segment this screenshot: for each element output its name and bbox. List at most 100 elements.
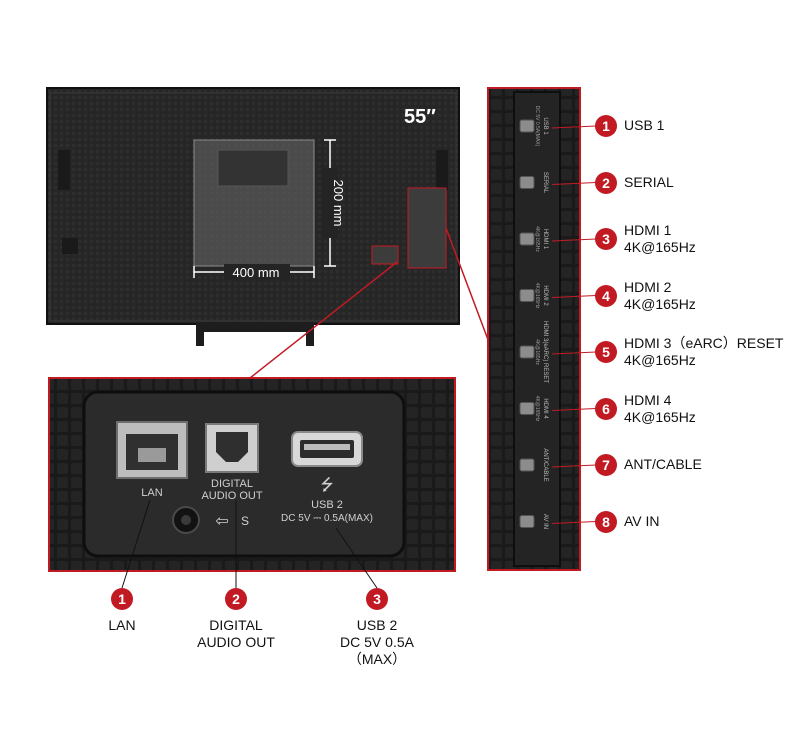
vesa-height-label: 200 mm [331, 180, 346, 227]
s-button-center [181, 515, 191, 525]
side-port-panel [487, 87, 581, 571]
vesa-width-label: 400 mm [233, 265, 280, 280]
side-port-label-line-1: SERIAL [624, 173, 674, 190]
s-panel-text: S [241, 514, 249, 528]
side-port-jack [519, 232, 535, 246]
side-port-jack [519, 402, 535, 415]
side-callout-line [551, 521, 597, 524]
callout-badge-digital: 2 [225, 588, 247, 610]
side-port-jack [519, 515, 535, 528]
digital-panel-text-2: AUDIO OUT [201, 490, 262, 502]
side-callout-line [551, 408, 597, 411]
side-jack-right [436, 150, 448, 190]
side-callout-line [551, 464, 597, 468]
side-callout-line [551, 238, 597, 242]
side-port-jack [519, 119, 535, 133]
callout-badge-usb2: 3 [366, 588, 388, 610]
side-port-panel-text: HDMI 4 [542, 398, 548, 419]
side-callout-badge: 7 [595, 454, 617, 476]
side-port-jack [519, 289, 535, 302]
side-callout-badge: 2 [595, 171, 617, 194]
side-callout-badge: 3 [595, 228, 617, 250]
tv-stand-leg-right [306, 322, 314, 346]
side-port-label-line-1: HDMI 2 [624, 278, 672, 295]
vesa-height-label-bg [322, 168, 338, 238]
side-port-label-line-1: ANT/CABLE [624, 456, 702, 472]
vesa-width-label-bg [224, 264, 290, 280]
usb2-panel-sub: DC 5V ⎓ 0.5A(MAX) [281, 513, 373, 524]
tv-stand [196, 322, 314, 332]
speaker-grille [217, 149, 289, 187]
callout-label-lan-line: LAN [108, 617, 136, 633]
side-port-label-line-1: AV IN [624, 512, 660, 529]
side-port-jack [519, 458, 535, 472]
side-port-jack [519, 345, 535, 359]
side-port-panel-subtext: 4K@165Hz [534, 283, 540, 309]
side-port-panel-text: HDMI 1 [542, 229, 548, 250]
side-port-label-line-2: 4K@165Hz [624, 295, 696, 312]
arrow-left-icon: ⇦ [215, 511, 228, 530]
callout-label-lan: LAN [82, 617, 162, 634]
digital-panel-text-1: DIGITAL [211, 478, 253, 490]
side-callout-badge: 8 [595, 510, 617, 533]
side-callout-badge: 6 [595, 397, 617, 420]
tv-back-outline [49, 92, 457, 322]
side-port-label-line-2: 4K@165Hz [624, 352, 696, 368]
callout-label-digital-line-1: DIGITAL [209, 617, 263, 633]
side-port-panel-text: HDMI 3(eARC) RESET [542, 321, 548, 383]
side-port-jack [519, 176, 535, 189]
callout-line-usb2 [335, 527, 378, 589]
callout-label-usb2: USB 2 DC 5V 0.5A （MAX） [317, 617, 437, 668]
side-port-panel-text: ANT/CABLE [542, 448, 548, 481]
tv-stand-leg-left [196, 322, 204, 346]
usb-symbol-icon: ⭍ [320, 475, 333, 494]
connector-line-bottom [249, 261, 398, 379]
power-jack [62, 238, 78, 254]
bottom-port-block [371, 245, 399, 265]
side-port-label-line-2: 4K@165Hz [624, 408, 696, 425]
side-port-panel-subtext: 4K@165Hz [534, 226, 540, 252]
tv-back-view: 400 mm 200 mm 55″ [46, 87, 460, 346]
callout-label-usb2-line-1: USB 2 [356, 617, 398, 633]
side-port-label-line-1: USB 1 [624, 117, 665, 133]
side-port-label: ANT/CABLE [624, 456, 794, 473]
side-callout-lines [551, 125, 597, 524]
side-callout-badge: 4 [595, 284, 617, 307]
side-callout-line [551, 351, 597, 355]
callout-label-usb2-line-3: （MAX） [347, 651, 407, 667]
callout-badge-lan: 1 [111, 588, 133, 610]
side-panel-strip [513, 91, 561, 567]
side-port-label: SERIAL [624, 174, 794, 191]
digital-audio-opening [216, 432, 248, 462]
side-callout-badge: 5 [595, 341, 617, 363]
side-port-panel-subtext: 4K@165Hz [534, 396, 540, 422]
side-port-label-line-2: 4K@165Hz [624, 239, 696, 255]
callout-label-usb2-line-2: DC 5V 0.5A [340, 634, 414, 650]
side-callout-line [551, 125, 597, 129]
side-port-label: AV IN [624, 513, 794, 530]
side-jack-left [58, 150, 70, 190]
side-port-panel-subtext: 4K@165Hz [534, 339, 540, 365]
lan-port-contacts [138, 448, 166, 462]
tv-size-label: 55″ [404, 106, 436, 128]
side-callout-badge: 1 [595, 115, 617, 137]
rear-port-block [407, 187, 447, 269]
side-port-label-line-1: HDMI 1 [624, 222, 672, 238]
side-port-panel-text: HDMI 2 [542, 285, 548, 306]
side-port-panel-text: SERIAL [542, 172, 548, 194]
callout-label-digital: DIGITAL AUDIO OUT [176, 617, 296, 651]
side-callout-line [551, 295, 597, 298]
side-port-panel-text: USB 1 [542, 117, 548, 135]
side-port-panel-subtext: DC 5V 0.5A(MAX) [534, 106, 540, 147]
callout-line-lan [121, 499, 151, 589]
side-callout-line [551, 182, 597, 185]
connector-line-side [445, 227, 491, 346]
bottom-port-panel: LAN DIGITAL AUDIO OUT ⭍ USB 2 DC 5V ⎓ 0.… [48, 377, 456, 572]
callout-label-digital-line-2: AUDIO OUT [197, 634, 275, 650]
